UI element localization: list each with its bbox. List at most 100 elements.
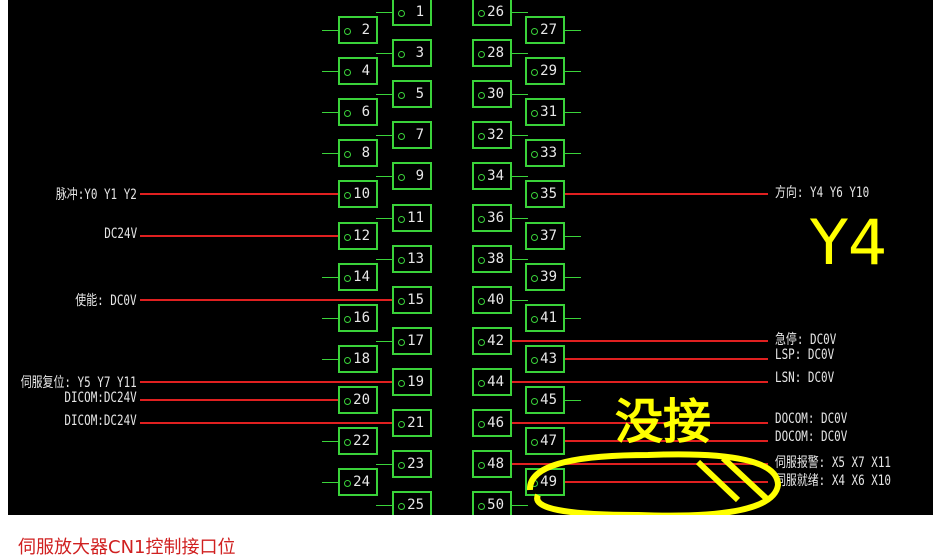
terminal-22: 22 — [338, 427, 378, 455]
terminal-lead — [512, 12, 528, 13]
terminal-8: 8 — [338, 139, 378, 168]
terminal-47: 47 — [525, 427, 565, 455]
wire-pin-42 — [512, 339, 768, 342]
terminal-lead — [512, 94, 528, 96]
terminal-lead — [322, 71, 338, 73]
terminal-lead — [376, 217, 392, 219]
terminal-10: 10 — [338, 180, 378, 209]
label-pin-20: DICOM:DC24V — [64, 389, 137, 406]
terminal-lead — [322, 276, 338, 278]
terminal-13: 13 — [392, 244, 432, 273]
terminal-lead — [512, 505, 528, 507]
terminal-lead — [322, 482, 338, 484]
terminal-19: 19 — [392, 367, 432, 396]
wire-pin-12 — [140, 234, 338, 237]
terminal-lead — [565, 112, 581, 114]
terminal-32: 32 — [472, 121, 512, 150]
terminal-lead — [565, 399, 581, 401]
terminal-1: 1 — [392, 0, 432, 26]
terminal-lead — [376, 464, 392, 466]
terminal-lead — [512, 299, 528, 301]
terminal-36: 36 — [472, 203, 512, 232]
wire-pin-48 — [512, 463, 768, 466]
terminal-16: 16 — [338, 303, 378, 332]
terminal-lead — [322, 317, 338, 319]
terminal-lead — [512, 176, 528, 178]
terminal-17: 17 — [392, 326, 432, 355]
terminal-lead — [512, 258, 528, 260]
terminal-25: 25 — [392, 491, 432, 515]
terminal-29: 29 — [525, 57, 565, 86]
terminal-lead — [565, 235, 581, 237]
label-pin-44: LSN: DC0V — [775, 369, 835, 386]
terminal-lead — [376, 53, 392, 55]
diagram-caption: 伺服放大器CN1控制接口位 — [18, 537, 236, 558]
terminal-lead — [376, 258, 392, 260]
terminal-14: 14 — [338, 262, 378, 291]
terminal-50: 50 — [472, 491, 512, 515]
terminal-41: 41 — [525, 303, 565, 332]
label-pin-42: 急停: DC0V — [775, 331, 837, 348]
terminal-lead — [565, 153, 581, 155]
terminal-6: 6 — [338, 98, 378, 127]
terminal-5: 5 — [392, 80, 432, 109]
terminal-lead — [376, 340, 392, 342]
terminal-lead — [565, 30, 581, 31]
label-pin-48: 伺服报警: X5 X7 X11 — [775, 455, 892, 472]
terminal-40: 40 — [472, 285, 512, 314]
terminal-43: 43 — [525, 344, 565, 373]
terminal-21: 21 — [392, 409, 432, 437]
terminal-lead — [376, 12, 392, 13]
handwritten-y4: Y4 — [810, 206, 888, 279]
terminal-lead — [565, 71, 581, 73]
wire-pin-21 — [140, 422, 392, 424]
terminal-lead — [376, 94, 392, 96]
terminal-lead — [512, 217, 528, 219]
terminal-4: 4 — [338, 57, 378, 86]
label-pin-43: LSP: DC0V — [775, 346, 835, 363]
terminal-7: 7 — [392, 121, 432, 150]
wire-pin-46 — [512, 422, 768, 424]
terminal-12: 12 — [338, 221, 378, 250]
terminal-45: 45 — [525, 385, 565, 414]
label-pin-19: 伺服复位: Y5 Y7 Y11 — [20, 374, 137, 391]
label-pin-46: DOCOM: DC0V — [775, 411, 848, 427]
terminal-lead — [376, 505, 392, 507]
handwritten-not-connected: 没接 — [615, 394, 712, 450]
terminal-26: 26 — [472, 0, 512, 26]
scribble-ellipse — [527, 451, 782, 515]
terminal-lead — [376, 135, 392, 137]
label-pin-35: 方向: Y4 Y6 Y10 — [775, 185, 870, 202]
terminal-15: 15 — [392, 285, 432, 314]
terminal-lead — [512, 135, 528, 137]
terminal-33: 33 — [525, 139, 565, 168]
terminal-lead — [322, 441, 338, 442]
label-pin-12: DC24V — [104, 225, 137, 242]
terminal-39: 39 — [525, 262, 565, 291]
label-pin-15: 使能: DC0V — [75, 292, 137, 309]
terminal-2: 2 — [338, 16, 378, 44]
terminal-38: 38 — [472, 244, 512, 273]
wire-pin-35 — [565, 193, 768, 196]
terminal-37: 37 — [525, 221, 565, 250]
wire-pin-15 — [140, 298, 392, 301]
terminal-lead — [376, 176, 392, 178]
terminal-lead — [322, 358, 338, 360]
terminal-lead — [565, 317, 581, 319]
terminal-35: 35 — [525, 180, 565, 209]
terminal-9: 9 — [392, 162, 432, 191]
label-pin-47: DOCOM: DC0V — [775, 429, 848, 445]
label-pin-21: DICOM:DC24V — [64, 413, 137, 429]
wire-pin-47 — [565, 440, 768, 442]
terminal-11: 11 — [392, 203, 432, 232]
terminal-27: 27 — [525, 16, 565, 44]
terminal-24: 24 — [338, 468, 378, 497]
wire-pin-49 — [565, 481, 768, 484]
terminal-46: 46 — [472, 409, 512, 437]
terminal-lead — [512, 53, 528, 55]
terminal-20: 20 — [338, 385, 378, 414]
terminal-lead — [322, 30, 338, 31]
terminal-23: 23 — [392, 450, 432, 479]
label-pin-49: 伺服就绪: X4 X6 X10 — [775, 473, 892, 490]
